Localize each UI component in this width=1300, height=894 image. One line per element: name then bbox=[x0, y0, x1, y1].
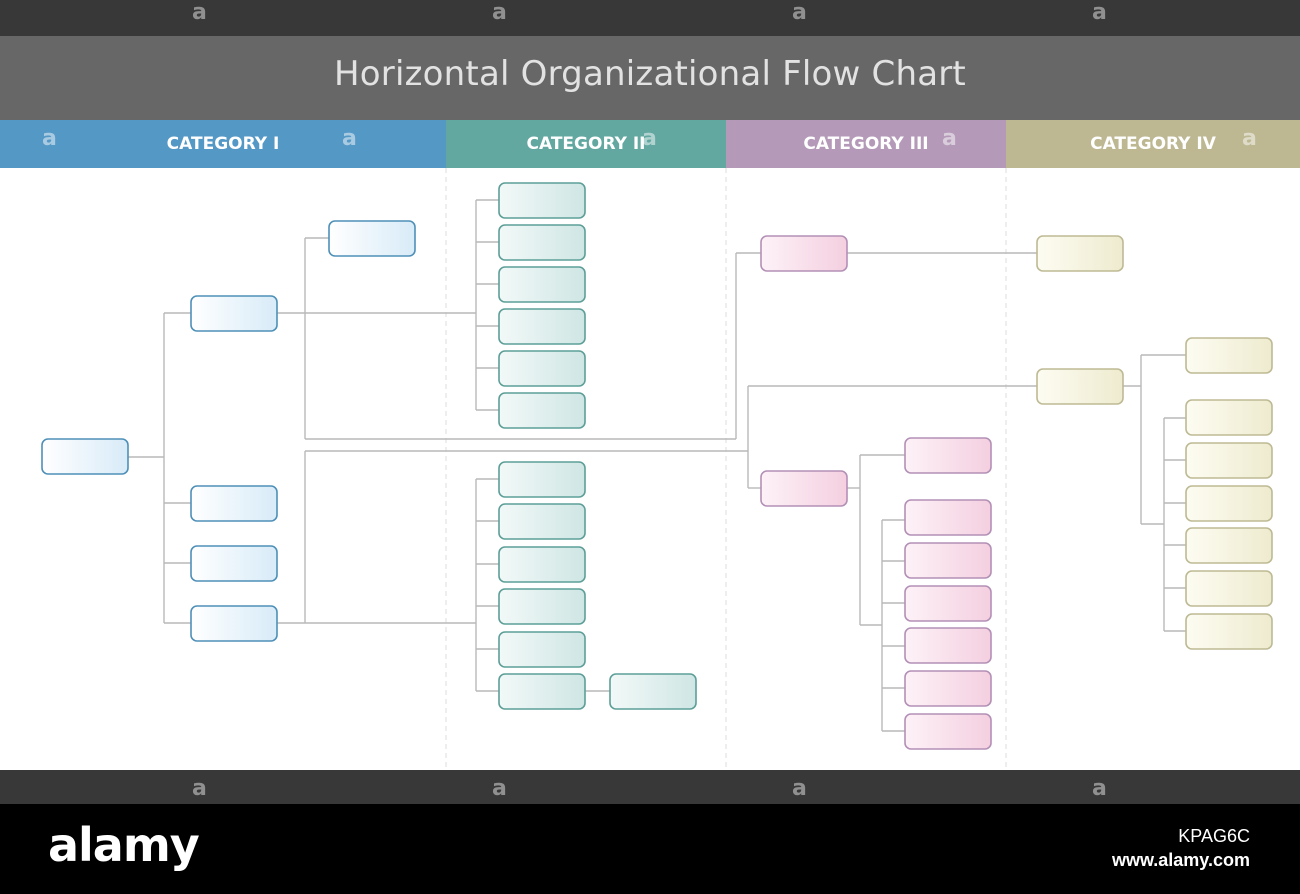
node-box-blue-5 bbox=[190, 605, 278, 642]
watermark-glyph-5: a bbox=[42, 126, 57, 151]
node-box-olive-31 bbox=[1185, 337, 1273, 374]
node-box-olive-32 bbox=[1185, 399, 1273, 436]
node-box-olive-37 bbox=[1185, 613, 1273, 650]
category-header-1: CATEGORY I bbox=[0, 120, 446, 168]
watermark-glyph-9: a bbox=[1242, 126, 1257, 151]
node-box-blue-4 bbox=[190, 545, 278, 582]
org-flow-diagram bbox=[41, 168, 1273, 770]
page-title: Horizontal Organizational Flow Chart bbox=[334, 54, 966, 94]
watermark-glyph-2: a bbox=[492, 0, 507, 25]
node-box-pink-26 bbox=[904, 627, 992, 664]
node-box-olive-34 bbox=[1185, 485, 1273, 522]
watermark-glyph-4: a bbox=[1092, 0, 1107, 25]
watermark-glyph-3: a bbox=[792, 0, 807, 25]
title-bar: Horizontal Organizational Flow Chart bbox=[0, 36, 1300, 120]
node-box-olive-36 bbox=[1185, 570, 1273, 607]
stock-footer: alamy KPAG6C www.alamy.com bbox=[0, 804, 1300, 894]
node-box-olive-35 bbox=[1185, 527, 1273, 564]
watermark-glyph-1: a bbox=[192, 0, 207, 25]
diagram-canvas bbox=[0, 168, 1300, 770]
watermark-glyph-13: a bbox=[1092, 776, 1107, 801]
node-box-teal-19 bbox=[609, 673, 697, 710]
node-box-teal-7 bbox=[498, 182, 586, 219]
node-box-pink-23 bbox=[904, 499, 992, 536]
node-box-teal-16 bbox=[498, 588, 586, 625]
node-box-pink-20 bbox=[760, 235, 848, 272]
node-box-teal-11 bbox=[498, 350, 586, 387]
node-box-blue-2 bbox=[190, 295, 278, 332]
node-box-teal-18 bbox=[498, 673, 586, 710]
node-box-pink-24 bbox=[904, 542, 992, 579]
image-id: KPAG6C bbox=[1178, 826, 1250, 846]
bottom-watermark-band bbox=[0, 770, 1300, 804]
node-box-teal-13 bbox=[498, 461, 586, 498]
node-box-blue-3 bbox=[190, 485, 278, 522]
node-box-olive-29 bbox=[1036, 235, 1124, 272]
node-box-teal-17 bbox=[498, 631, 586, 668]
node-box-blue-6 bbox=[328, 220, 416, 257]
node-box-pink-21 bbox=[760, 470, 848, 507]
stock-url: www.alamy.com bbox=[1111, 850, 1250, 870]
alamy-logo: alamy bbox=[48, 818, 200, 872]
node-box-pink-25 bbox=[904, 585, 992, 622]
node-box-blue-1 bbox=[41, 438, 129, 475]
watermark-glyph-10: a bbox=[192, 776, 207, 801]
node-box-teal-8 bbox=[498, 224, 586, 261]
watermark-glyph-11: a bbox=[492, 776, 507, 801]
watermark-glyph-12: a bbox=[792, 776, 807, 801]
column-dividers bbox=[445, 168, 1007, 770]
top-watermark-band bbox=[0, 0, 1300, 36]
category-header-4: CATEGORY IV bbox=[1006, 120, 1300, 168]
connector-lines bbox=[128, 199, 1186, 732]
watermark-glyph-8: a bbox=[942, 126, 957, 151]
category-header-2: CATEGORY II bbox=[446, 120, 726, 168]
node-box-olive-33 bbox=[1185, 442, 1273, 479]
node-box-teal-14 bbox=[498, 503, 586, 540]
node-box-pink-27 bbox=[904, 670, 992, 707]
node-box-pink-22 bbox=[904, 437, 992, 474]
node-box-pink-28 bbox=[904, 713, 992, 750]
watermark-glyph-6: a bbox=[342, 126, 357, 151]
node-box-teal-9 bbox=[498, 266, 586, 303]
node-box-teal-15 bbox=[498, 546, 586, 583]
category-header-3: CATEGORY III bbox=[726, 120, 1006, 168]
node-boxes bbox=[41, 182, 1273, 750]
node-box-teal-12 bbox=[498, 392, 586, 429]
watermark-glyph-7: a bbox=[642, 126, 657, 151]
node-box-teal-10 bbox=[498, 308, 586, 345]
node-box-olive-30 bbox=[1036, 368, 1124, 405]
